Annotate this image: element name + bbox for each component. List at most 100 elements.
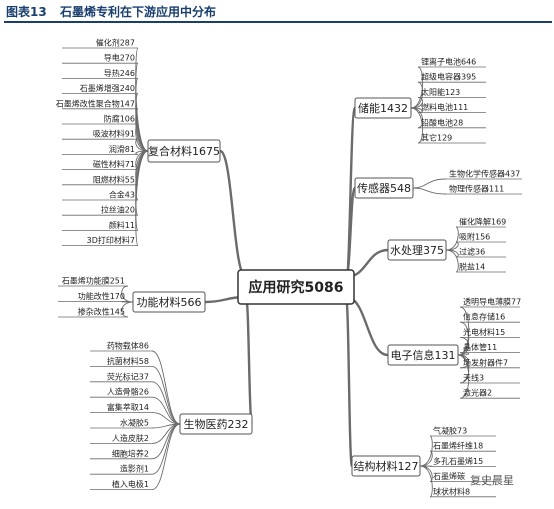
leaf-label: 导热246 xyxy=(104,68,135,78)
leaf-label: 太阳能123 xyxy=(421,87,460,97)
connector-composite xyxy=(218,149,248,279)
branch-box-sensor xyxy=(354,177,414,199)
leaf-connector xyxy=(151,423,181,475)
leaf-connector xyxy=(412,178,447,189)
leaf-label: 导电270 xyxy=(104,53,135,63)
leaf-label: 气凝胶73 xyxy=(433,426,467,436)
leaf-connector xyxy=(151,350,181,425)
leaf-connectors-composite xyxy=(62,47,149,247)
leaf-label: 造影剂1 xyxy=(120,464,149,474)
leaf-label: 植入电极1 xyxy=(112,479,149,489)
branch-bio: 药物载体86抗菌材料58荧光标记37人造骨骼26富集萃取14水凝胶5人造皮肤2细… xyxy=(90,341,253,491)
leaf-label: 阻燃材料55 xyxy=(93,174,135,184)
branch-box-composite xyxy=(147,139,221,163)
leaf-connector xyxy=(151,423,181,491)
leaf-label: 颜料11 xyxy=(109,220,135,230)
figure-header: 图表13 石墨烯专利在下游应用中分布 xyxy=(0,0,554,23)
leaf-connector xyxy=(457,306,470,356)
figure-title: 石墨烯专利在下游应用中分布 xyxy=(60,5,217,19)
leaf-connector xyxy=(419,465,433,498)
leaf-connector xyxy=(412,187,447,195)
branch-label-structural: 结构材料127 xyxy=(354,459,419,473)
leaf-label: 3D打印材料7 xyxy=(87,235,135,245)
leaf-label: 光电材料15 xyxy=(463,327,505,337)
branch-box-electronics xyxy=(387,344,459,366)
leaf-label: 人造骨骼26 xyxy=(107,387,149,397)
leaf-label: 石墨烯碳 xyxy=(433,471,465,481)
header-divider xyxy=(4,21,552,23)
leaf-label: 吸附156 xyxy=(459,232,490,242)
leaf-label: 球状材料8 xyxy=(433,486,470,496)
leaf-connector xyxy=(457,336,470,356)
branch-label-sensor: 传感器548 xyxy=(357,182,411,195)
leaf-label: 拉丝油20 xyxy=(101,205,135,215)
leaf-connectors-functional xyxy=(58,285,134,318)
leaf-connector xyxy=(151,381,181,425)
leaf-connector xyxy=(151,365,181,425)
branch-electronics: 透明导电薄膜77信息存储16光电材料15晶体管11场发射器件7天线3激光器2电子… xyxy=(387,297,521,399)
figure-label: 图表13 xyxy=(6,5,47,19)
leaf-label: 晶体管11 xyxy=(463,342,497,352)
leaf-label: 其它129 xyxy=(421,133,452,143)
leaf-label: 透明导电薄膜77 xyxy=(463,297,521,307)
branch-sensor: 生物化学传感器437 物理传感器111 传感器548 xyxy=(354,169,522,199)
leaf-label: 超级电容器395 xyxy=(421,72,476,82)
central-node: 应用研究5086 xyxy=(237,269,355,305)
leaf-label: 催化降解169 xyxy=(459,217,506,227)
leaf-label: 生物化学传感器437 xyxy=(449,169,520,179)
leaf-label: 润滑81 xyxy=(109,144,135,154)
branch-label-electronics: 电子信息131 xyxy=(391,348,456,362)
leaf-connectors-structural xyxy=(419,435,496,498)
leaf-label: 燃料电池111 xyxy=(421,102,468,112)
leaf-connector xyxy=(457,354,470,399)
branch-box-structural xyxy=(351,455,421,477)
leaf-connector xyxy=(121,301,134,318)
leaf-label: 物理传感器111 xyxy=(449,184,504,194)
leaf-connector xyxy=(135,123,149,152)
leaf-connector xyxy=(135,62,149,152)
leaf-label: 荧光标记37 xyxy=(107,371,149,381)
leaf-connector xyxy=(410,107,424,144)
branch-label-energy: 储能1432 xyxy=(358,101,408,115)
leaf-label: 铅酸电池28 xyxy=(421,117,463,127)
branch-box-energy xyxy=(354,97,412,119)
leaf-label: 人造皮肤2 xyxy=(112,433,149,443)
leaf-connector xyxy=(151,396,181,425)
leaf-connector xyxy=(410,81,424,109)
leaf-label: 石墨烯纤维18 xyxy=(433,441,483,451)
leaf-label: 催化剂287 xyxy=(96,38,135,48)
leaf-label: 磁性材料71 xyxy=(93,159,135,169)
leaf-connector xyxy=(151,423,181,460)
leaf-connector xyxy=(457,321,470,356)
leaf-label: 抗菌材料58 xyxy=(107,356,149,366)
connector-electronics xyxy=(345,295,389,357)
leaf-label: 场发射器件7 xyxy=(463,357,508,367)
leaf-label: 激光器2 xyxy=(463,388,492,398)
branch-composite: 催化剂287导电270导热246石墨烯增强240石墨烯改性聚合物147防腐106… xyxy=(56,38,221,247)
leaf-connector xyxy=(121,285,134,303)
leaf-connector xyxy=(135,150,149,247)
leaf-connector xyxy=(135,93,149,152)
leaf-label: 多孔石墨烯15 xyxy=(433,456,483,466)
leaf-label: 吸波材料91 xyxy=(93,129,135,139)
leaf-label: 石墨烯功能膜251 xyxy=(62,276,125,286)
leaf-label: 功能改性170 xyxy=(78,291,125,301)
branch-label-water: 水处理375 xyxy=(390,244,444,257)
leaf-label: 水凝胶5 xyxy=(120,418,149,428)
leaf-label: 细胞培养2 xyxy=(112,448,149,458)
leaf-label: 石墨烯改性聚合物147 xyxy=(56,98,135,108)
leaf-label: 信息存储16 xyxy=(463,312,505,322)
leaf-connectors-electronics xyxy=(457,306,520,399)
branch-energy: 锂离子电池646超级电容器395太阳能123燃料电池111铅酸电池28其它129… xyxy=(354,57,486,144)
branch-box-functional xyxy=(132,291,206,313)
branch-label-bio: 生物医药232 xyxy=(184,417,249,431)
leaf-label: 富集萃取14 xyxy=(107,402,149,412)
leaf-label: 防腐106 xyxy=(104,114,135,124)
leaf-connector xyxy=(445,249,459,273)
leaf-connector xyxy=(445,226,459,251)
leaf-label: 脱盐14 xyxy=(459,262,485,272)
leaf-connectors-water xyxy=(445,226,506,273)
